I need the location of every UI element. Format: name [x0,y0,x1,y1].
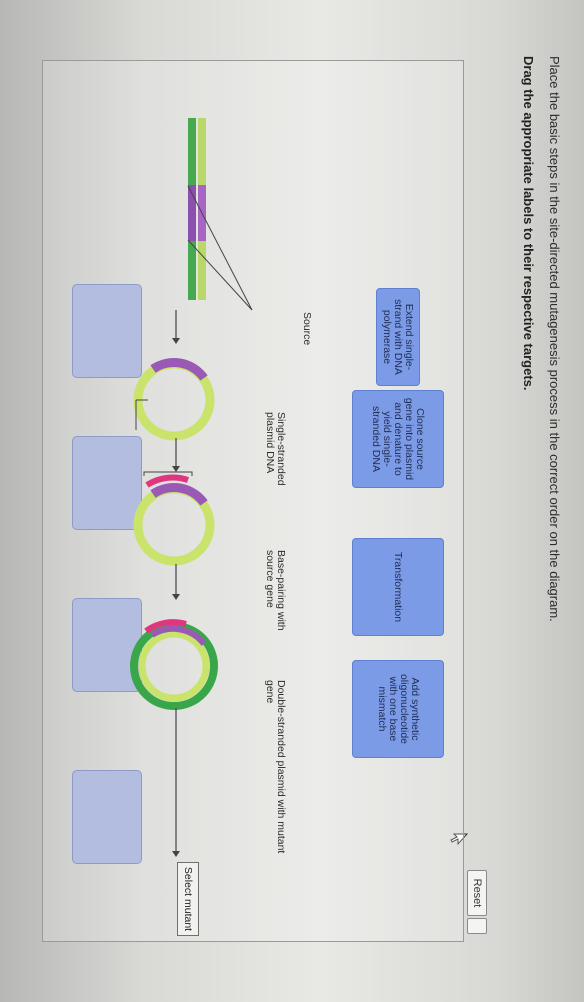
plasmid-single-stranded [133,358,215,441]
caption-double-stranded: Double-stranded plasmid with mutant gene [264,680,287,854]
select-mutant-label: Select mutant [177,862,199,936]
caption-single-stranded: Single-stranded plasmid DNA [264,412,287,486]
caption-source: Source [301,312,313,346]
plasmid-double-stranded [130,619,218,710]
mouse-cursor-icon [450,833,468,846]
caption-base-pairing: Base-pairing with source gene [264,550,287,631]
plasmid-base-pairing [133,471,215,566]
source-dna [188,118,206,300]
